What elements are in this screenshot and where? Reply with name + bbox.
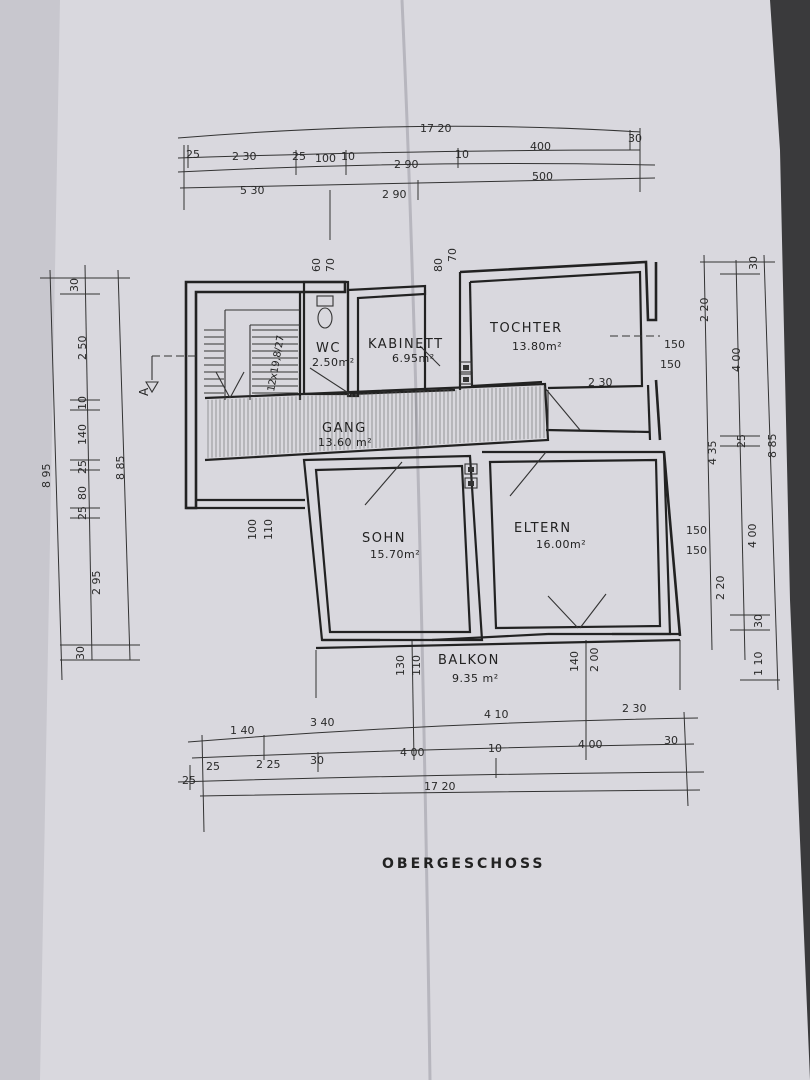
dim-left-5: 25 — [76, 460, 89, 474]
dim-top-3: 25 — [292, 150, 306, 163]
room-balkon-name: BALKON — [438, 653, 500, 668]
room-gang-area: 13.60 m² — [318, 436, 372, 449]
dim-right-6: 2 20 — [714, 576, 727, 601]
dim-left-3: 10 — [76, 396, 89, 410]
opening-tochter-window-2: 150 — [660, 358, 681, 371]
opening-tochter-window-1: 150 — [664, 338, 685, 351]
dim-top-5: 10 — [341, 150, 355, 163]
opening-wc-1: 60 — [310, 258, 323, 272]
wc-toilet-icon — [316, 295, 334, 329]
opening-balkon-right-1: 140 — [568, 651, 581, 672]
dim-bottom-6: 25 — [206, 760, 220, 773]
room-tochter-name: TOCHTER — [489, 321, 563, 336]
dim-bottom-4: 2 30 — [622, 702, 647, 715]
opening-corr-1: 80 — [432, 258, 445, 272]
opening-sohn-door-1: 100 — [246, 519, 259, 540]
dim-bottom-2: 3 40 — [310, 716, 335, 729]
dim-right-7: 30 — [752, 614, 765, 628]
room-sohn-name: SOHN — [362, 531, 406, 546]
dim-left-outer: 8 95 — [40, 464, 53, 489]
opening-balkon-left-1: 130 — [394, 655, 407, 676]
paper-left-edge — [0, 0, 60, 1080]
opening-wc-2: 70 — [324, 258, 337, 272]
dim-bottom-11: 4 00 — [578, 738, 603, 751]
dim-right-8: 1 10 — [752, 652, 765, 677]
dim-bottom-9: 4 00 — [400, 746, 425, 759]
section-marker: A — [137, 335, 660, 396]
dim-bottom-8: 30 — [310, 754, 324, 767]
dimension-chain-left: 8 95 8 85 30 2 50 10 140 25 80 25 2 95 3… — [40, 264, 140, 681]
dim-right-inner: 4 35 — [706, 441, 719, 466]
section-marker-label: A — [137, 387, 151, 396]
opening-labels: 60 70 80 70 150 150 2 30 100 110 150 150… — [246, 248, 707, 676]
dimension-chain-bottom: 1 40 3 40 4 10 2 30 25 25 2 25 30 4 00 1… — [177, 639, 705, 833]
opening-tochter-door: 2 30 — [588, 376, 613, 389]
room-kabinett-name: KABINETT — [368, 337, 444, 352]
room-wc-area: 2.50m² — [312, 356, 355, 369]
dim-right-4: 25 — [735, 434, 748, 448]
dim-bottom-total: 17 20 — [424, 780, 456, 793]
dim-bottom-7: 2 25 — [256, 758, 281, 771]
dim-top-8: 400 — [530, 140, 551, 153]
dim-left-2: 2 50 — [76, 336, 89, 361]
opening-balkon-right-2: 2 00 — [588, 648, 601, 673]
dim-right-2: 2 20 — [698, 298, 711, 323]
corridor-hatch — [207, 386, 545, 458]
dim-top-1: 25 — [186, 148, 200, 161]
dim-top-total: 17 20 — [420, 122, 452, 135]
dim-left-7: 25 — [76, 506, 89, 520]
dim-top-2: 2 30 — [232, 150, 257, 163]
dim-top-4: 100 — [315, 152, 336, 165]
building-walls — [184, 260, 682, 650]
dim-left-1: 30 — [68, 278, 81, 292]
paper-fold-line — [400, 0, 432, 1080]
dim-right-1: 30 — [747, 256, 760, 270]
room-labels: WC 2.50m² KABINETT 6.95m² TOCHTER 13.80m… — [312, 321, 586, 685]
dim-top-7: 10 — [455, 148, 469, 161]
room-gang-name: GANG — [322, 421, 367, 436]
staircase: 12x19,8/27 — [204, 309, 300, 400]
dim-right-5: 4 00 — [746, 524, 759, 549]
dim-top-row2-1: 5 30 — [240, 184, 265, 197]
opening-sohn-door-2: 110 — [262, 519, 275, 540]
dim-top-row2-2: 2 90 — [382, 188, 407, 201]
dim-bottom-12: 30 — [664, 734, 678, 747]
opening-corr-2: 70 — [446, 248, 459, 262]
room-wc-name: WC — [316, 341, 341, 356]
door-swings — [309, 345, 607, 629]
plan-title: OBERGESCHOSS — [382, 856, 545, 872]
dimension-chain-right: 30 2 20 4 00 4 35 25 8 85 4 00 2 20 30 1… — [698, 254, 780, 691]
dim-left-4: 140 — [76, 424, 89, 445]
opening-balkon-left-2: 110 — [410, 655, 423, 676]
dim-bottom-10: 10 — [488, 742, 502, 755]
shaft-icon — [459, 361, 478, 489]
dim-top-9: 30 — [628, 132, 642, 145]
room-sohn-area: 15.70m² — [370, 548, 420, 561]
dim-bottom-1: 1 40 — [230, 724, 255, 737]
room-eltern-area: 16.00m² — [536, 538, 586, 551]
dimension-chain-top: 17 20 25 2 30 25 100 10 2 90 10 400 30 5… — [177, 122, 656, 240]
dim-top-6: 2 90 — [394, 158, 419, 171]
room-eltern-name: ELTERN — [514, 521, 572, 536]
room-kabinett-area: 6.95m² — [392, 352, 435, 365]
dim-left-inner: 8 85 — [114, 456, 127, 481]
dim-top-row2-3: 500 — [532, 170, 553, 183]
room-balkon-area: 9.35 m² — [452, 672, 499, 685]
dim-bottom-5: 25 — [182, 774, 196, 787]
dim-left-9: 30 — [74, 646, 87, 660]
dim-bottom-3: 4 10 — [484, 708, 509, 721]
dim-left-8: 2 95 — [90, 571, 103, 596]
dim-left-6: 80 — [76, 486, 89, 500]
opening-eltern-window-2: 150 — [686, 544, 707, 557]
opening-eltern-window-1: 150 — [686, 524, 707, 537]
room-tochter-area: 13.80m² — [512, 340, 562, 353]
dim-right-outer: 8 85 — [766, 434, 779, 459]
dim-right-3: 4 00 — [730, 348, 743, 373]
